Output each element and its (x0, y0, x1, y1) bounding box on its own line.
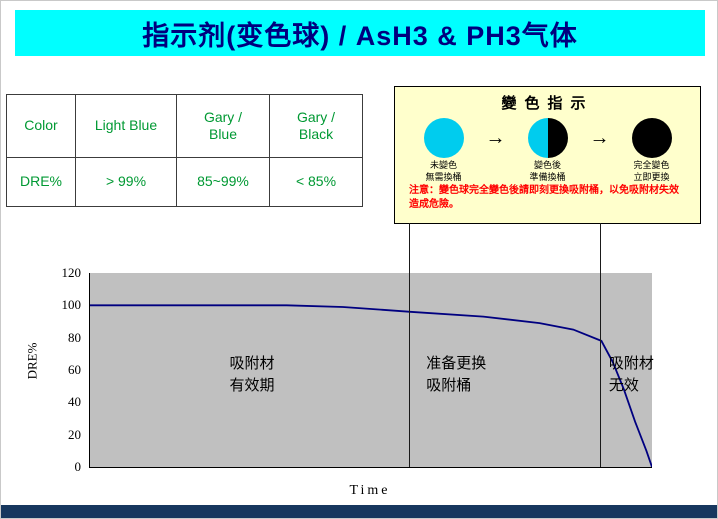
chart-divider-line (409, 223, 411, 467)
color-dre-table: Color Light Blue Gary / Blue Gary / Blac… (6, 94, 363, 207)
y-tick-label: 0 (74, 459, 82, 474)
ball-fully-changed-icon (631, 118, 672, 158)
bottom-bar (1, 505, 717, 518)
y-tick-label: 40 (68, 394, 81, 410)
y-tick-label: 120 (61, 265, 82, 280)
arrow-right-icon: → (485, 127, 506, 149)
ball-label: 變色後 準備換桶 (529, 160, 566, 182)
table-cell-dre-header: DRE% (6, 157, 76, 207)
indicator-step-unchanged: 未變色 無需換桶 (406, 118, 482, 183)
table-cell-gray-black: Gary / Black (269, 94, 363, 158)
y-tick-label: 60 (68, 362, 81, 377)
title-bar: 指示剂(变色球) / AsH3 & PH3气体 (15, 10, 705, 56)
warning-note: 注意：變色球完全變色後請即刻更換吸附桶，以免吸附材失效造成危險。 (409, 185, 679, 210)
ball-label: 完全變色 立即更換 (633, 160, 670, 182)
table-cell-dre-mid: 85~99% (176, 157, 270, 207)
table-row: DRE% > 99% 85~99% < 85% (6, 157, 363, 207)
page-title: 指示剂(变色球) / AsH3 & PH3气体 (142, 20, 578, 51)
plot-area (89, 273, 652, 468)
table-cell-light-blue: Light Blue (75, 94, 177, 158)
chart-annotation: 吸附材 有效期 (229, 355, 275, 394)
indicator-step-changed: 完全變色 立即更換 (614, 118, 690, 183)
table-cell-dre-high: > 99% (75, 157, 177, 207)
indicator-circles: 未變色 無需換桶 → 變色後 準備換桶 → 完全變色 立即更換 (395, 118, 700, 183)
ball-label: 未變色 無需換桶 (425, 160, 462, 182)
indicator-title: 變色指示 (501, 95, 594, 112)
ball-half-changed-icon (527, 118, 568, 158)
y-axis-title: DRE% (24, 342, 40, 380)
table-cell-color-header: Color (6, 94, 76, 158)
dre-curve (90, 304, 652, 467)
y-tick-label: 100 (61, 297, 82, 313)
dre-curve-line (90, 304, 652, 467)
chart-annotation: 准备更换 吸附桶 (426, 355, 487, 394)
indicator-box: 變色指示 未變色 無需換桶 → 變色後 準備換桶 → 完全變色 立即更換 注意：… (394, 86, 701, 224)
table-row: Color Light Blue Gary / Blue Gary / Blac… (6, 94, 363, 158)
ball-unchanged-icon (423, 118, 464, 158)
table-cell-dre-low: < 85% (269, 157, 363, 207)
arrow-right-icon: → (589, 127, 610, 149)
indicator-step-changing: 變色後 準備換桶 (510, 118, 586, 183)
x-axis-title: Time (349, 483, 391, 498)
y-tick-label: 80 (68, 329, 81, 345)
y-tick-label: 20 (68, 426, 81, 442)
chart-annotation: 吸附材 无效 (608, 355, 654, 394)
table-cell-gray-blue: Gary / Blue (176, 94, 270, 158)
chart-divider-line (600, 223, 602, 467)
